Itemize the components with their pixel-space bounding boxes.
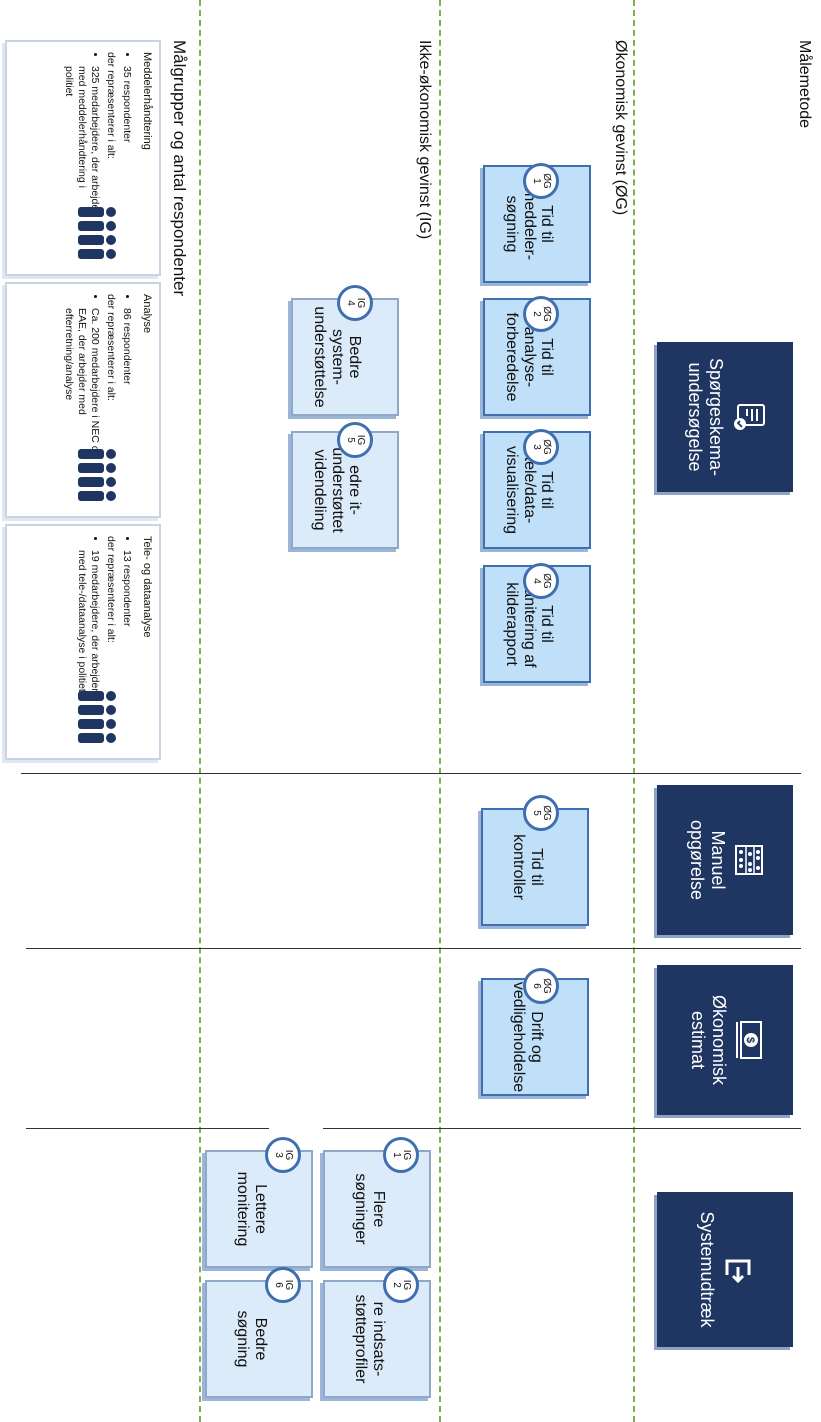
badge-prefix: IG <box>355 434 366 446</box>
lane-divider <box>633 0 635 1422</box>
method-box: Systemudtræk <box>657 1192 793 1347</box>
lane-label-ikke-oekonomisk: Ikke-økonomisk gevinst (IG) <box>416 40 433 240</box>
badge-number: 2 <box>391 1282 402 1288</box>
abacus-icon <box>734 845 763 875</box>
badge-number: 3 <box>273 1152 284 1158</box>
section-divider <box>21 773 801 774</box>
respondent-box: Analyse 86 respondenter der repræsentere… <box>5 282 161 518</box>
survey-icon <box>733 404 765 430</box>
respondent-box: Tele- og dataanalyse 13 respondenter der… <box>5 524 161 760</box>
badge-prefix: ØG <box>541 306 552 322</box>
method-label: Manuel opgørelse <box>687 819 728 901</box>
method-label: Spørgeskema-undersøgelse <box>685 357 726 477</box>
export-icon <box>725 1259 751 1283</box>
respondent-group-title: Meddelerhåndtering <box>141 52 153 150</box>
lane-divider <box>439 0 441 1422</box>
respondent-count: 86 respondenter <box>120 308 133 506</box>
badge-prefix: IG <box>401 1279 412 1291</box>
method-label: Systemudtræk <box>697 1211 718 1328</box>
badge-number: 4 <box>345 300 356 306</box>
badge-prefix: IG <box>283 1149 294 1161</box>
money-icon: $ <box>735 1021 762 1059</box>
gain-box-ig: Flere søgninger <box>323 1150 431 1268</box>
badge-prefix: ØG <box>541 978 552 994</box>
people-icon <box>78 691 116 743</box>
gain-box-ig: Lettere monitering <box>205 1150 313 1268</box>
gain-label: Tid til kontroller <box>510 834 545 900</box>
badge-number: 1 <box>531 178 542 184</box>
lane-label-oekonomisk: Økonomisk gevinst (ØG) <box>612 40 629 216</box>
gain-label: Bedre søgning <box>234 1310 269 1368</box>
gain-box-ig: Bedre søgning <box>205 1280 313 1398</box>
respondent-detail: Ca. 200 medarbejdere i NEC og EAE, der a… <box>62 308 101 458</box>
respondent-count: 35 respondenter <box>120 66 133 264</box>
respondent-group-title: Analyse <box>141 294 153 334</box>
badge-number: 3 <box>531 444 542 450</box>
badge-prefix: ØG <box>541 573 552 589</box>
column-header-malemetode: Målemetode <box>796 40 813 129</box>
gain-box-ig: re indsats-støtteprofiler <box>323 1280 431 1398</box>
section-divider <box>26 1128 269 1129</box>
badge-number: 4 <box>531 578 542 584</box>
method-box: Manuel opgørelse <box>657 785 793 935</box>
gain-label: re indsats-støtteprofiler <box>352 1294 387 1384</box>
lane-label-respondenter: Målgrupper og antal respondenter <box>170 40 189 297</box>
gain-label: Lettere monitering <box>234 1171 269 1247</box>
badge-number: 5 <box>531 810 542 816</box>
badge-number: 5 <box>345 437 356 443</box>
section-divider <box>323 1128 801 1129</box>
lane-divider <box>199 0 201 1422</box>
badge-prefix: ØG <box>541 805 552 821</box>
respondent-box: Meddelerhåndtering 35 respondenter der r… <box>5 40 161 276</box>
badge-prefix: IG <box>283 1279 294 1291</box>
gain-label: Bedre system-understøttelse <box>311 306 364 408</box>
badge-prefix: ØG <box>541 439 552 455</box>
badge-number: 6 <box>531 983 542 989</box>
respondent-group-title: Tele- og dataanalyse <box>141 536 153 638</box>
method-box: Spørgeskema-undersøgelse <box>657 342 793 492</box>
respondent-detail: 325 medarbejdere, der arbejder med medde… <box>62 66 101 216</box>
svg-text:$: $ <box>744 1037 756 1043</box>
people-icon <box>78 207 116 259</box>
badge-number: 1 <box>391 1152 402 1158</box>
respondent-detail: 19 medarbejdere, der arbejder med tele-/… <box>75 550 101 700</box>
method-box: $ Økonomisk estimat <box>657 965 793 1115</box>
badge-number: 2 <box>531 311 542 317</box>
section-divider <box>26 948 801 949</box>
badge-prefix: IG <box>401 1149 412 1161</box>
badge-prefix: ØG <box>541 173 552 189</box>
method-label: Økonomisk estimat <box>688 994 729 1086</box>
badge-number: 6 <box>273 1282 284 1288</box>
people-icon <box>78 449 116 501</box>
badge-prefix: IG <box>355 297 366 309</box>
respondent-count: 13 respondenter <box>120 550 133 748</box>
gain-label: Flere søgninger <box>352 1173 387 1245</box>
